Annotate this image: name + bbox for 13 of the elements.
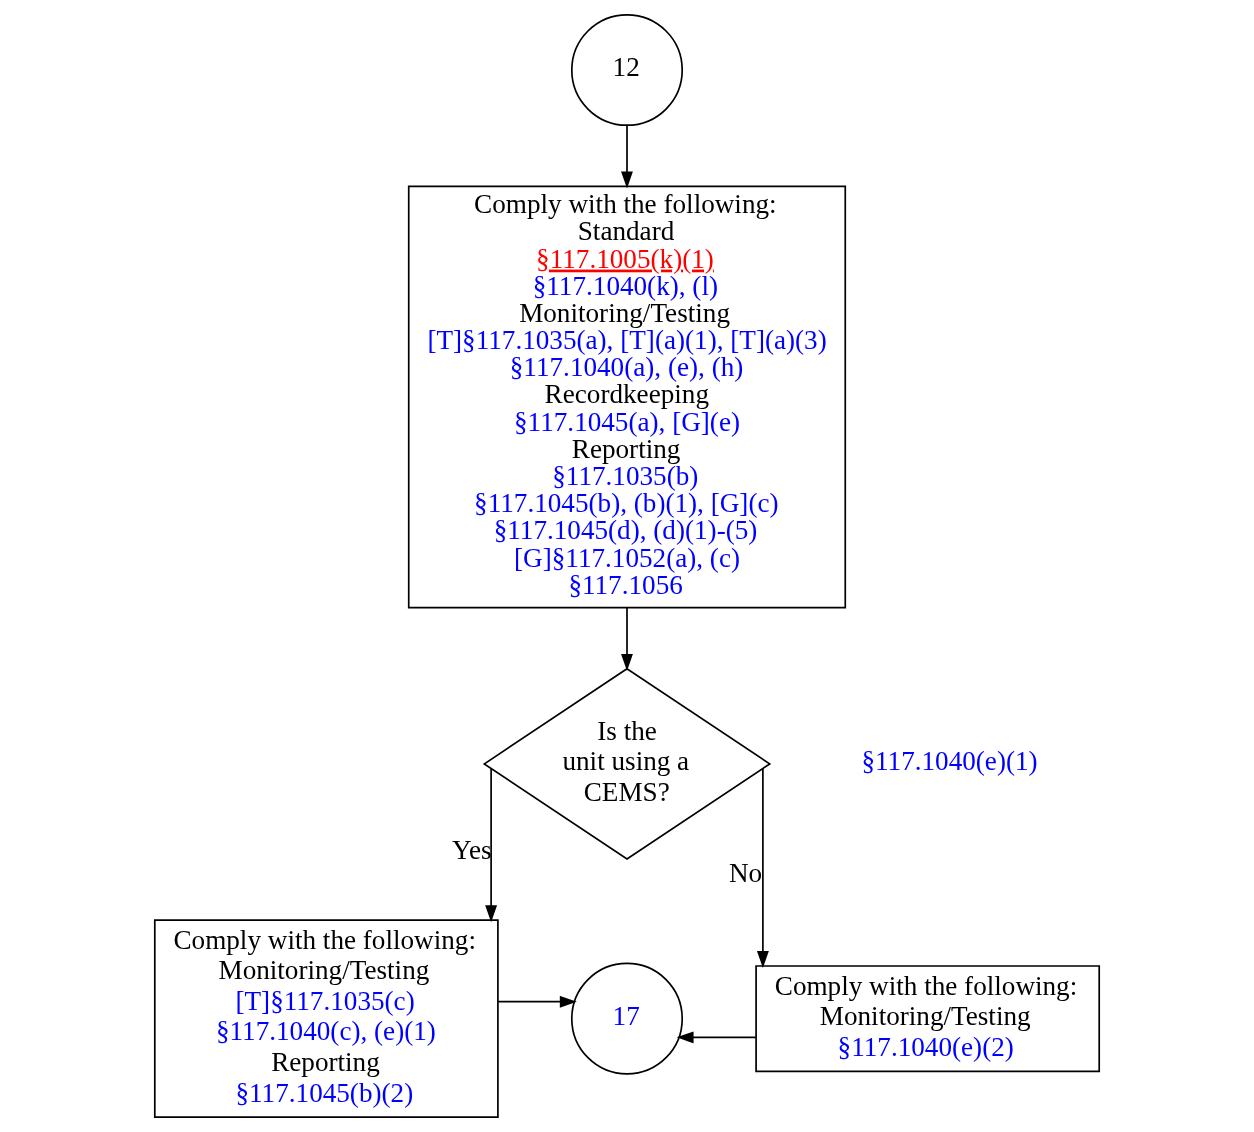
node-circle: 17	[570, 962, 684, 1075]
node-box: Comply with the following: Standard §117.1005(k)(1) §117.1040(k), (l) Monitoring/Testing [T]§117.1035(a), [T](a)(1), [T](a)(3) §117.1040(a), (e), (h) Recordkeeping §117.1045(a), [G](e) Reporting §117.1035(b) §117.1045(b), (b)(1), [G](c) §117.1045(d), (d)(1)-(5) [G]§117.1052(a), (c) §117.1056	[407, 185, 847, 609]
label: §117.1040(e)(1)	[861, 746, 1038, 777]
arrow	[676, 1031, 757, 1044]
node-box: Comply with the following: Monitoring/Testing §117.1040(e)(2)	[755, 965, 1101, 1073]
arrow	[497, 995, 577, 1008]
node-box: Comply with the following: Monitoring/Testing [T]§117.1035(c) §117.1040(c), (e)(1) Reporting §117.1045(b)(2)	[153, 919, 499, 1119]
node-circle: 12	[570, 13, 684, 127]
arrow	[485, 767, 498, 923]
edge-label: No	[728, 858, 763, 889]
arrow	[756, 767, 769, 969]
arrow	[621, 124, 633, 189]
arrow	[621, 606, 633, 671]
